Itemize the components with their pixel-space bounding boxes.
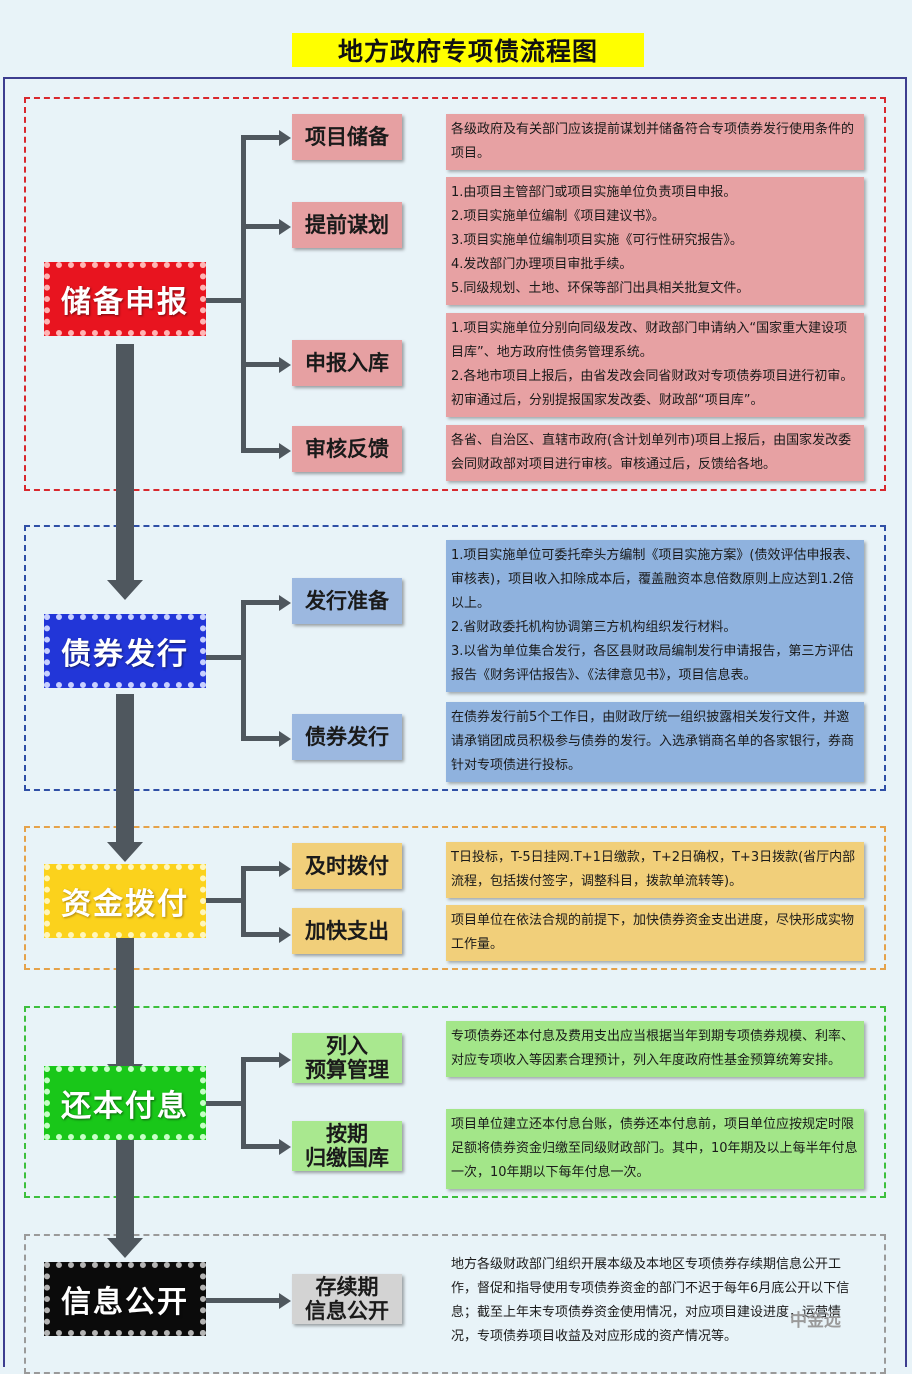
connector-arrowhead — [279, 443, 291, 459]
flow-arrowhead-2 — [107, 842, 143, 862]
flow-arrowhead-1 — [107, 580, 143, 600]
connector-arrowhead — [279, 861, 291, 877]
page-title: 地方政府专项债流程图 — [292, 33, 644, 67]
flow-arrow-4 — [116, 1138, 134, 1238]
connector-arrowhead — [279, 219, 291, 235]
connector — [241, 1057, 279, 1062]
desc-info-disclosure: 地方各级财政部门组织开展本级及本地区专项债券存续期信息公开工作，督促和指导使用专… — [446, 1249, 864, 1353]
flow-arrow-2 — [116, 694, 134, 842]
desc-line: 1.项目实施单位分别向同级发改、财政部门申请纳入“国家重大建设项目库”、地方政府… — [451, 321, 848, 360]
connector — [241, 448, 279, 453]
step-declare-warehouse: 申报入库 — [292, 340, 402, 386]
connector — [241, 1144, 279, 1149]
step-treasury-payment: 按期 归缴国库 — [292, 1121, 402, 1171]
desc-advance-planning: 1.由项目主管部门或项目实施单位负责项目申报。 2.项目实施单位编制《项目建议书… — [446, 177, 864, 305]
desc-line: 地方各级财政部门组织开展本级及本地区专项债券存续期信息公开工作，督促和指导使用专… — [451, 1257, 850, 1344]
step-issuance-prep: 发行准备 — [292, 578, 402, 624]
connector — [206, 298, 246, 303]
section-frame-issuance — [24, 525, 886, 791]
step-bond-issuance: 债券发行 — [292, 714, 402, 760]
connector-arrowhead — [279, 1139, 291, 1155]
stage-repayment-box: 还本付息 — [44, 1066, 206, 1140]
desc-speed-spending: 项目单位在依法合规的前提下，加快债券资金支出进度，尽快形成实物工作量。 — [446, 905, 864, 961]
step-label-line: 按期 — [326, 1122, 368, 1146]
connector — [206, 898, 246, 903]
connector — [241, 362, 279, 367]
connector — [206, 1298, 279, 1303]
flow-arrowhead-4 — [107, 1238, 143, 1258]
flow-arrow-3 — [116, 936, 134, 1064]
connector — [241, 600, 246, 740]
desc-line: 2.省财政委托机构协调第三方机构组织发行材料。 — [451, 620, 737, 635]
outer-frame — [3, 77, 907, 1367]
step-speed-spending: 加快支出 — [292, 908, 402, 954]
step-project-reserve: 项目储备 — [292, 114, 402, 160]
desc-line: 各省、自治区、直辖市政府(含计划单列市)项目上报后，由国家发改委会同财政部对项目… — [451, 433, 852, 472]
desc-issuance-prep: 1.项目实施单位可委托牵头方编制《项目实施方案》(债效评估申报表、审核表)，项目… — [446, 540, 864, 692]
desc-line: 5.同级规划、土地、环保等部门出具相关批复文件。 — [451, 281, 750, 296]
step-label-line: 归缴国库 — [305, 1146, 389, 1170]
desc-declare-warehouse: 1.项目实施单位分别向同级发改、财政部门申请纳入“国家重大建设项目库”、地方政府… — [446, 313, 864, 417]
section-frame-reserve — [24, 97, 886, 491]
connector — [241, 866, 246, 936]
connector — [241, 135, 246, 453]
connector — [206, 1101, 246, 1106]
connector-arrowhead — [279, 595, 291, 611]
desc-line: 在债券发行前5个工作日，由财政厅统一组织披露相关发行文件，并邀请承销团成员积极参… — [451, 710, 855, 773]
connector — [241, 600, 279, 605]
connector-arrowhead — [279, 731, 291, 747]
connector — [241, 135, 279, 140]
desc-line: 4.发改部门办理项目审批手续。 — [451, 257, 633, 272]
stage-issuance-box: 债券发行 — [44, 614, 206, 688]
desc-bond-issuance: 在债券发行前5个工作日，由财政厅统一组织披露相关发行文件，并邀请承销团成员积极参… — [446, 702, 864, 782]
desc-line: 1.由项目主管部门或项目实施单位负责项目申报。 — [451, 185, 737, 200]
connector-arrowhead — [279, 1293, 291, 1309]
desc-line: 各级政府及有关部门应该提前谋划并储备符合专项债券发行使用条件的项目。 — [451, 122, 855, 161]
step-review-feedback: 审核反馈 — [292, 426, 402, 472]
watermark-text: 中金远 — [790, 1311, 841, 1331]
desc-line: 3.以省为单位集合发行，各区县财政局编制发行申请报告，第三方评估报告《财务评估报… — [451, 644, 854, 683]
step-label-line: 预算管理 — [305, 1058, 389, 1082]
desc-line: 2.各地市项目上报后，由省发改会同省财政对专项债券项目进行初审。初审通过后，分别… — [451, 369, 854, 408]
connector — [241, 224, 279, 229]
desc-line: 2.项目实施单位编制《项目建议书》。 — [451, 209, 665, 224]
connector — [206, 655, 246, 660]
step-label-line: 存续期 — [315, 1275, 379, 1299]
desc-treasury-payment: 项目单位建立还本付息台账，债券还本付息前，项目单位应按规定时限足额将债券资金归缴… — [446, 1109, 864, 1189]
step-timely-disburse: 及时拨付 — [292, 843, 402, 889]
step-label-line: 信息公开 — [305, 1299, 389, 1323]
desc-timely-disburse: T日投标，T-5日挂网.T+1日缴款，T+2日确权，T+3日拨款(省厅内部流程，… — [446, 842, 864, 898]
desc-line: 项目单位在依法合规的前提下，加快债券资金支出进度，尽快形成实物工作量。 — [451, 913, 855, 952]
desc-line: 3.项目实施单位编制项目实施《可行性研究报告》。 — [451, 233, 743, 248]
connector — [241, 736, 279, 741]
desc-budget-management: 专项债券还本付息及费用支出应当根据当年到期专项债券规模、利率、对应专项收入等因素… — [446, 1021, 864, 1077]
step-advance-planning: 提前谋划 — [292, 202, 402, 248]
desc-line: T日投标，T-5日挂网.T+1日缴款，T+2日确权，T+3日拨款(省厅内部流程，… — [451, 850, 856, 889]
step-info-disclosure: 存续期 信息公开 — [292, 1274, 402, 1324]
connector — [241, 866, 279, 871]
desc-project-reserve: 各级政府及有关部门应该提前谋划并储备符合专项债券发行使用条件的项目。 — [446, 114, 864, 170]
connector-arrowhead — [279, 357, 291, 373]
step-label-line: 列入 — [326, 1034, 368, 1058]
connector-arrowhead — [279, 1052, 291, 1068]
stage-reserve-box: 储备申报 — [44, 262, 206, 336]
connector-arrowhead — [279, 130, 291, 146]
section-frame-repayment — [24, 1006, 886, 1198]
desc-line: 1.项目实施单位可委托牵头方编制《项目实施方案》(债效评估申报表、审核表)，项目… — [451, 548, 859, 611]
stage-funding-box: 资金拨付 — [44, 864, 206, 938]
connector — [241, 932, 279, 937]
connector-arrowhead — [279, 927, 291, 943]
desc-line: 专项债券还本付息及费用支出应当根据当年到期专项债券规模、利率、对应专项收入等因素… — [451, 1029, 855, 1068]
section-frame-funding — [24, 826, 886, 970]
desc-line: 项目单位建立还本付息台账，债券还本付息前，项目单位应按规定时限足额将债券资金归缴… — [451, 1117, 858, 1180]
stage-disclosure-box: 信息公开 — [44, 1262, 206, 1336]
connector — [241, 1057, 246, 1149]
flow-arrow-1 — [116, 344, 134, 580]
desc-review-feedback: 各省、自治区、直辖市政府(含计划单列市)项目上报后，由国家发改委会同财政部对项目… — [446, 425, 864, 481]
step-budget-management: 列入 预算管理 — [292, 1033, 402, 1083]
